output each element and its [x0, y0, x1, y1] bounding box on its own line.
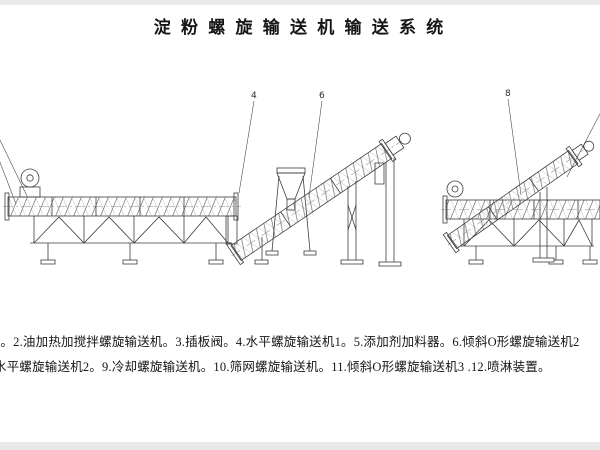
- hopper-funnel: [276, 172, 306, 200]
- parts-list-line-2: 水平螺旋输送机2。9.冷却螺旋输送机。10.筛网螺旋输送机。11.倾斜O形螺旋输…: [0, 360, 551, 374]
- inclined-conveyor-2: [442, 140, 595, 254]
- foot-pad: [303, 250, 317, 256]
- conveyor-2-left-flange: [442, 195, 448, 224]
- foot-pad: [40, 259, 56, 265]
- leader-line: [0, 139, 28, 197]
- additive-feeder-hopper: [265, 167, 317, 256]
- inclined-2-centerline: [447, 148, 585, 246]
- hopper-rim: [276, 167, 306, 174]
- hopper-spout: [286, 198, 296, 211]
- inclined-1-gearbox: [384, 135, 405, 156]
- truss-support-2: [460, 219, 598, 265]
- callout-4-label: 4: [251, 91, 257, 101]
- column-brace: [347, 204, 357, 231]
- foot-pad: [254, 259, 269, 265]
- leader-line: [308, 100, 323, 198]
- conveyor-1-drive-motor-icon: [20, 168, 40, 188]
- callout-4: 4: [238, 91, 257, 194]
- foot-pad: [468, 259, 484, 265]
- leader-line: [0, 161, 17, 205]
- truss-lattice: [33, 216, 229, 244]
- inclined-2-drive-motor-icon: [583, 140, 595, 152]
- letterbox-bottom: [0, 442, 600, 450]
- tube-joint: [329, 178, 341, 194]
- tube-joint: [280, 211, 292, 228]
- inclined-1-drive-motor-icon: [399, 132, 411, 145]
- inclined-2-support: [532, 187, 555, 263]
- conveyor-2-drive-shaft: [451, 185, 459, 193]
- foot-pad: [340, 259, 364, 265]
- drawing-title: 淀 粉 螺 旋 输 送 机 输 送 系 统: [153, 18, 447, 37]
- foot-pad: [208, 259, 224, 265]
- hopper-leg: [271, 175, 280, 252]
- inclined-1-lower-flange: [226, 241, 245, 266]
- tube-joint: [528, 177, 539, 192]
- inclined-1-centerline: [231, 140, 402, 257]
- truss-support-1: [30, 216, 232, 265]
- leader-line: [507, 98, 522, 196]
- inclined-1-supports: [254, 158, 402, 267]
- foot-pad: [532, 257, 555, 263]
- foot-pad: [582, 259, 598, 265]
- edge-leader-lines: [0, 113, 600, 205]
- hopper-leg: [302, 175, 311, 252]
- foot-pad: [265, 250, 279, 256]
- parts-list-line-1: 1。2.油加热加搅拌螺旋输送机。3.插板阀。4.水平螺旋输送机1。5.添加剂加料…: [0, 335, 580, 349]
- letterbox-top: [0, 0, 600, 5]
- tube-joint: [488, 206, 498, 221]
- foot-pad: [122, 259, 138, 265]
- conveyor-1-right-flange: [233, 192, 239, 221]
- inclined-1-discharge-spout: [374, 162, 385, 185]
- callout-8-label: 8: [505, 89, 511, 99]
- inclined-2-lower-flange: [442, 231, 460, 254]
- leader-line: [238, 100, 255, 194]
- conveyor-1-drive-shaft: [26, 174, 34, 182]
- conveyor-2-drive-motor-icon: [446, 180, 464, 198]
- callout-6-label: 6: [319, 91, 325, 101]
- foot-pad: [378, 261, 402, 267]
- conveyor-1-gearbox: [19, 186, 41, 198]
- horizontal-conveyor-1: [3, 168, 241, 245]
- callout-8: 8: [505, 89, 522, 196]
- conveyor-1-left-flange: [4, 192, 10, 221]
- inclined-conveyor-1: [226, 132, 411, 266]
- callout-6: 6: [308, 91, 325, 198]
